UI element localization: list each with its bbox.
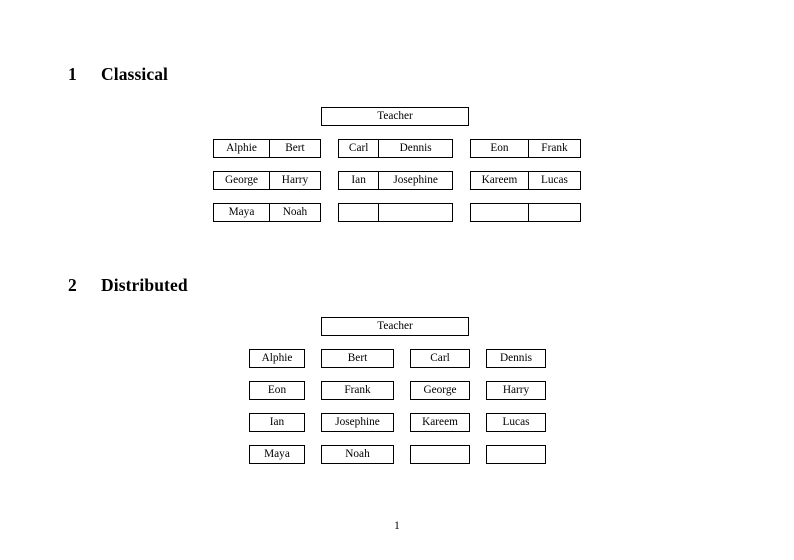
student-box: Maya [249,445,305,464]
section-heading-classical: 1 Classical [68,64,168,85]
student-box: Harry [486,381,546,400]
section-number: 1 [68,64,77,84]
student-box: Kareem [410,413,470,432]
student-box-empty [410,445,470,464]
student-box: Frank [321,381,394,400]
teacher-box-classical: Teacher [321,107,469,126]
table-row [338,203,453,222]
student-box: Alphie [249,349,305,368]
table-cell: Carl [348,142,369,154]
table-cell: Lucas [527,172,580,189]
table-cell-empty [378,204,452,221]
student-box: Noah [321,445,394,464]
table-row: Eon Frank [470,139,581,158]
table-cell: Noah [268,204,320,221]
section-number: 2 [68,275,77,295]
section-heading-distributed: 2 Distributed [68,275,188,296]
section-title: Distributed [101,275,188,295]
student-box-empty [486,445,546,464]
table-cell: Eon [490,142,509,154]
table-cell: Alphie [226,142,257,154]
table-cell-empty [471,204,528,221]
table-cell: Maya [228,206,255,218]
student-box: Josephine [321,413,394,432]
table-cell: Harry [268,172,320,189]
student-box: Ian [249,413,305,432]
table-row: Maya Noah [213,203,321,222]
student-box: Eon [249,381,305,400]
student-box: Bert [321,349,394,368]
student-box: Dennis [486,349,546,368]
table-cell: Kareem [481,174,518,186]
table-row: Ian Josephine [338,171,453,190]
table-row [470,203,581,222]
table-cell: Ian [351,174,366,186]
student-box: Carl [410,349,470,368]
table-cell-empty [339,204,378,221]
student-box: George [410,381,470,400]
table-cell: George [224,174,258,186]
table-row: Alphie Bert [213,139,321,158]
page-number: 1 [394,520,400,532]
student-box: Lucas [486,413,546,432]
teacher-box-distributed: Teacher [321,317,469,336]
table-cell: Dennis [378,140,452,157]
table-cell: Bert [268,140,320,157]
table-row: George Harry [213,171,321,190]
table-row: Carl Dennis [338,139,453,158]
section-title: Classical [101,64,169,84]
table-cell: Frank [527,140,580,157]
table-cell-empty [527,204,580,221]
table-row: Kareem Lucas [470,171,581,190]
table-cell: Josephine [378,172,452,189]
